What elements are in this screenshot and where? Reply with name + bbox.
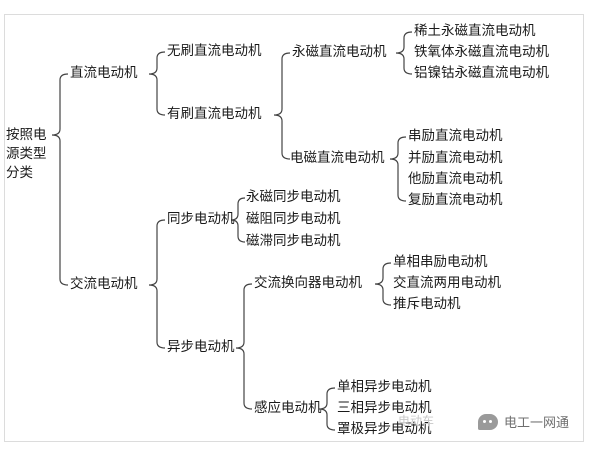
leaf-item: 他励直流电动机 [408, 171, 503, 187]
pm-dc-label: 永磁直流电动机 [292, 44, 387, 60]
leaf-item: 铁氧体永磁直流电动机 [414, 44, 549, 60]
induction-motor-label: 感应电动机 [254, 400, 322, 416]
leaf-item: 交直流两用电动机 [393, 275, 501, 291]
brushed-dc-label: 有刷直流电动机 [167, 106, 262, 122]
em-dc-label: 电磁直流电动机 [290, 150, 385, 166]
brace-connector [148, 51, 166, 116]
brace-connector [51, 73, 69, 286]
watermark-brand: 电工一网通 [478, 412, 569, 431]
watermark-brand-text: 电工一网通 [504, 416, 570, 431]
brace-connector [273, 52, 291, 160]
brace-connector [235, 283, 253, 410]
root-label: 按照电源类型分类 [6, 127, 47, 181]
leaf-item: 单相串励电动机 [393, 254, 488, 270]
brace-connector [148, 219, 166, 349]
chat-bubble-icon [478, 413, 498, 430]
brace-connector [318, 387, 336, 431]
leaf-item: 磁滞同步电动机 [246, 233, 341, 249]
commutator-motor-label: 交流换向器电动机 [254, 275, 362, 291]
leaf-item: 单相异步电动机 [337, 379, 432, 395]
leaf-item: 永磁同步电动机 [246, 189, 341, 205]
leaf-item: 磁阻同步电动机 [246, 211, 341, 227]
leaf-item: 复励直流电动机 [408, 192, 503, 208]
leaf-item: 稀土永磁直流电动机 [414, 23, 536, 39]
brace-connector [374, 262, 392, 306]
async-motor-label: 异步电动机 [167, 339, 235, 355]
brace-connector [230, 197, 246, 243]
diagram-frame [4, 14, 584, 442]
brace-connector [395, 31, 413, 75]
brace-connector [389, 136, 407, 202]
watermark-left: 电动车 [398, 414, 435, 428]
leaf-item: 串励直流电动机 [408, 128, 503, 144]
leaf-item: 并励直流电动机 [408, 150, 503, 166]
leaf-item: 推斥电动机 [393, 296, 461, 312]
ac-motor-label: 交流电动机 [70, 276, 138, 292]
leaf-item: 三相异步电动机 [337, 400, 432, 416]
brushless-dc-label: 无刷直流电动机 [167, 43, 262, 59]
leaf-item: 铝镍钴永磁直流电动机 [414, 65, 549, 81]
leaf-item: 罩极异步电动机 [337, 421, 432, 437]
dc-motor-label: 直流电动机 [70, 65, 138, 81]
sync-motor-label: 同步电动机 [167, 211, 235, 227]
